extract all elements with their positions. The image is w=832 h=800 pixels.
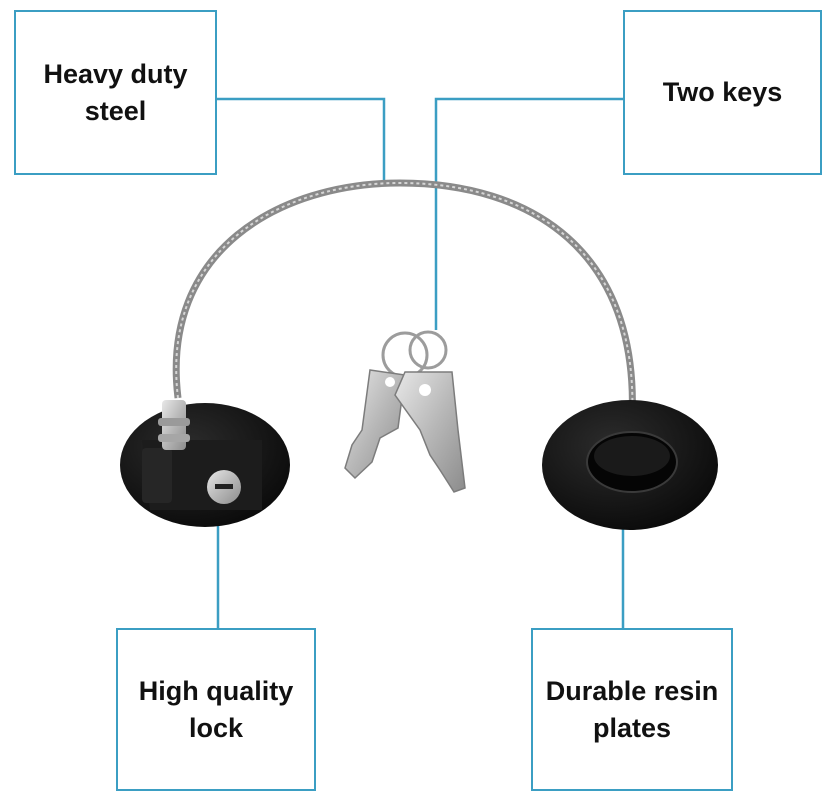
leader-line-keys (434, 97, 623, 330)
callout-heavy-duty-steel-line-2: steel (84, 95, 147, 126)
callout-heavy-duty-steel-line-1: Heavy duty (43, 59, 188, 90)
callout-two-keys-line-1: Two keys (662, 77, 783, 108)
callout-high-quality-lock: High quality lock (116, 628, 316, 791)
callout-heavy-duty-steel: Heavy duty steel (14, 10, 217, 175)
callout-durable-resin-plates-line-1: Durable resin (545, 676, 719, 707)
callout-high-quality-lock-line-1: High quality (138, 676, 294, 707)
leader-line-steel (217, 97, 386, 180)
leader-lines (216, 97, 625, 628)
lock-plate-icon (120, 400, 290, 527)
callout-high-quality-lock-line-2: lock (188, 712, 244, 743)
callout-two-keys: Two keys (623, 10, 822, 175)
resin-plate-icon (542, 400, 718, 530)
cable-icon (172, 179, 636, 421)
keys-icon (344, 330, 466, 493)
callout-durable-resin-plates: Durable resin plates (531, 628, 733, 791)
callout-durable-resin-plates-line-2: plates (592, 712, 672, 743)
